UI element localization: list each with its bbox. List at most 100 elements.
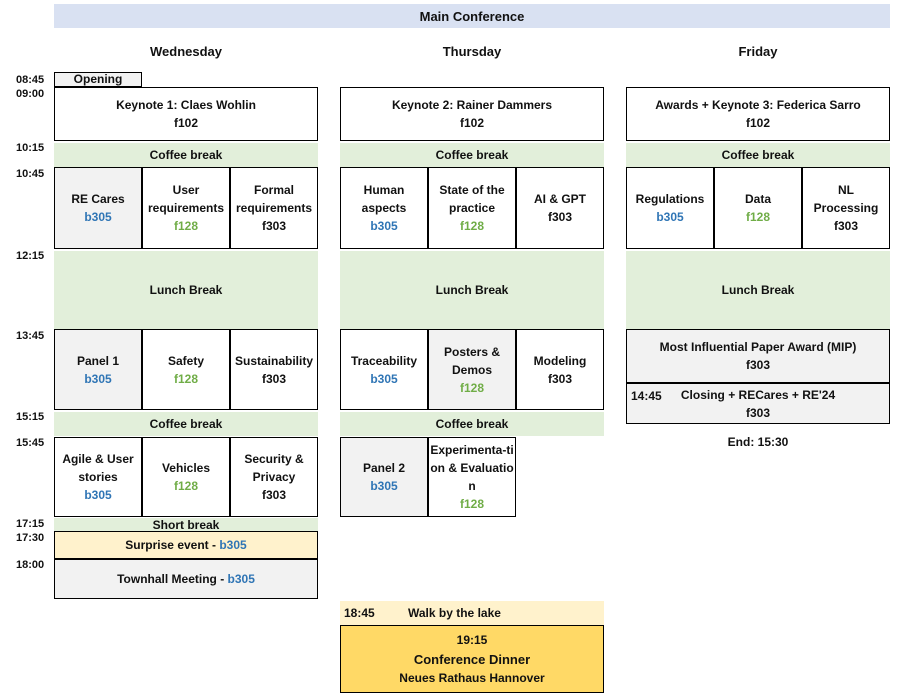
session-room: f128: [173, 219, 199, 233]
session-title: Closing + RECares + RE'24: [680, 387, 836, 402]
session-title: Agile & User stories: [62, 452, 134, 484]
time-1045: 10:45: [16, 168, 45, 180]
coffee-break-thu-1515: Coffee break: [340, 412, 604, 436]
time-1345: 13:45: [16, 330, 45, 342]
session-user-requirements: User requirements f128: [142, 167, 230, 249]
event-room: b305: [219, 538, 247, 552]
session-state-of-practice: State of the practice f128: [428, 167, 516, 249]
session-vehicles: Vehicles f128: [142, 437, 230, 517]
session-title: AI & GPT: [533, 192, 586, 206]
session-room: f128: [745, 210, 771, 224]
walk-time: 18:45: [344, 606, 375, 620]
session-room: f303: [745, 405, 771, 420]
keynote-room: f102: [745, 116, 771, 130]
session-room: f128: [459, 219, 485, 233]
session-room: f128: [173, 371, 199, 386]
session-room: f303: [261, 488, 287, 502]
session-room: b305: [84, 488, 112, 502]
session-title: Sustainability: [234, 353, 314, 368]
session-formal-requirements: Formal requirements f303: [230, 167, 318, 249]
coffee-break-wed-1515: Coffee break: [54, 412, 318, 436]
keynote-title: Awards + Keynote 3: Federica Sarro: [655, 98, 861, 112]
session-title: Data: [744, 192, 771, 206]
opening-cell: Opening: [54, 72, 142, 87]
session-room: f303: [261, 219, 287, 233]
session-room: f303: [547, 210, 573, 224]
time-1515: 15:15: [16, 411, 45, 423]
event-title: Surprise event -: [125, 538, 220, 552]
keynote-title: Keynote 2: Rainer Dammers: [391, 98, 553, 112]
keynote-room: f102: [459, 116, 485, 130]
session-title: Posters & Demos: [443, 344, 501, 377]
coffee-break-wed-1015: Coffee break: [54, 143, 318, 167]
session-title: Regulations: [635, 192, 705, 206]
day-header-wednesday: Wednesday: [149, 44, 222, 59]
dinner-time: 19:15: [456, 632, 488, 647]
dinner-place: Neues Rathaus Hannover: [399, 670, 545, 685]
session-room: b305: [84, 371, 112, 386]
end-label: End: 15:30: [727, 435, 789, 449]
keynote-wed: Keynote 1: Claes Wohlin f102: [54, 87, 318, 141]
session-title: Traceability: [350, 353, 418, 368]
session-title: User requirements: [147, 183, 225, 215]
session-title: Safety: [167, 353, 205, 368]
opening-label: Opening: [73, 72, 123, 86]
time-1015: 10:15: [16, 142, 45, 154]
session-room: f128: [173, 479, 199, 493]
session-closing: 14:45 Closing + RECares + RE'24 f303: [626, 383, 890, 424]
session-sustainability: Sustainability f303: [230, 329, 318, 410]
session-title: Panel 1: [76, 353, 120, 368]
day-header-friday: Friday: [738, 44, 778, 59]
session-experimentation-evaluation: Experimenta-tion & Evaluation f128: [428, 437, 516, 517]
surprise-event: Surprise event - b305: [54, 531, 318, 559]
lunch-break-wed: Lunch Break: [54, 251, 318, 329]
session-title: RE Cares: [71, 192, 125, 206]
keynote-thu: Keynote 2: Rainer Dammers f102: [340, 87, 604, 141]
session-posters-demos: Posters & Demos f128: [428, 329, 516, 410]
time-1800: 18:00: [16, 559, 45, 571]
session-room: b305: [370, 371, 398, 386]
townhall-meeting: Townhall Meeting - b305: [54, 559, 318, 599]
session-ai-gpt: AI & GPT f303: [516, 167, 604, 249]
lunch-break-thu: Lunch Break: [340, 251, 604, 329]
closing-time: 14:45: [631, 389, 662, 403]
time-1715: 17:15: [16, 518, 45, 530]
session-room: b305: [656, 210, 684, 224]
session-room: f128: [459, 380, 485, 395]
coffee-break-fri-1015: Coffee break: [626, 143, 890, 167]
session-title: Most Influential Paper Award (MIP): [659, 340, 857, 354]
walk-by-the-lake: 18:45 Walk by the lake: [340, 601, 604, 625]
keynote-fri: Awards + Keynote 3: Federica Sarro f102: [626, 87, 890, 141]
coffee-break-thu-1015: Coffee break: [340, 143, 604, 167]
event-title: Townhall Meeting -: [117, 572, 228, 586]
session-nl-processing: NL Processing f303: [802, 167, 890, 249]
main-title: Main Conference: [54, 4, 890, 28]
session-title: Vehicles: [161, 461, 211, 475]
session-title: Experimenta-tion & Evaluation: [430, 443, 514, 493]
event-room: b305: [227, 572, 255, 586]
session-title: Modeling: [533, 353, 587, 368]
time-1730: 17:30: [16, 532, 45, 544]
time-0845: 08:45: [16, 74, 45, 86]
session-room: f303: [833, 219, 859, 233]
session-regulations: Regulations b305: [626, 167, 714, 249]
session-modeling: Modeling f303: [516, 329, 604, 410]
session-title: Human aspects: [361, 183, 407, 215]
session-room: f128: [459, 497, 485, 511]
session-title: NL Processing: [813, 183, 879, 215]
keynote-title: Keynote 1: Claes Wohlin: [116, 98, 256, 112]
session-mip-award: Most Influential Paper Award (MIP) f303: [626, 329, 890, 383]
session-data: Data f128: [714, 167, 802, 249]
session-title: State of the practice: [439, 183, 505, 215]
lunch-break-fri: Lunch Break: [626, 251, 890, 329]
time-1545: 15:45: [16, 437, 45, 449]
short-break: Short break: [54, 518, 318, 532]
session-room: f303: [261, 371, 287, 386]
session-traceability: Traceability b305: [340, 329, 428, 410]
walk-title: Walk by the lake: [408, 606, 501, 620]
session-safety: Safety f128: [142, 329, 230, 410]
session-agile-user-stories: Agile & User stories b305: [54, 437, 142, 517]
session-panel-2: Panel 2 b305: [340, 437, 428, 517]
time-1215: 12:15: [16, 250, 45, 262]
session-room: f303: [547, 371, 573, 386]
